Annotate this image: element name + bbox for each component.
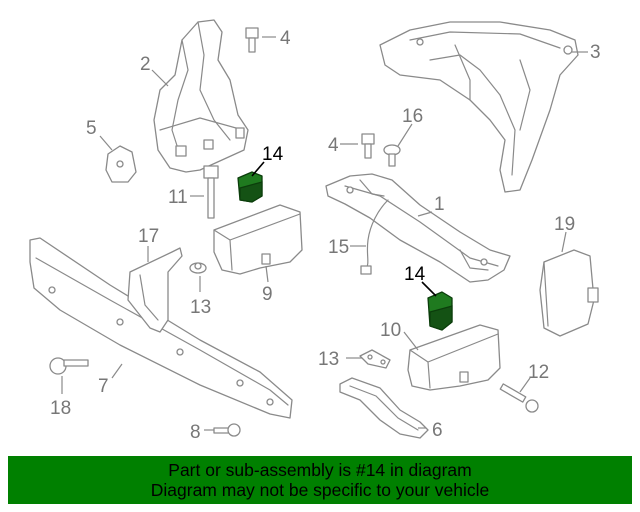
part-16-screw: [383, 144, 401, 167]
callout-4-upper: 4: [280, 28, 291, 49]
part-14-bracket-lower-highlight[interactable]: [427, 291, 453, 331]
leader-lines: [61, 36, 588, 431]
callout-17: 17: [138, 226, 159, 247]
part-4-bolt-mid: [361, 133, 375, 159]
part-5-clip: [105, 145, 137, 183]
callout-13-right: 13: [318, 349, 339, 370]
callout-14-lower: 14: [404, 264, 426, 285]
callout-6: 6: [432, 420, 443, 441]
callout-3: 3: [590, 42, 601, 63]
part-11-long-bolt: [203, 165, 219, 219]
callout-labels: 4 2 3 5 4 16 11 1 15 17 19 13 9 10 13 12…: [50, 28, 601, 443]
callout-11: 11: [168, 187, 188, 208]
callout-9: 9: [262, 284, 273, 305]
part-17-bracket: [127, 247, 183, 333]
callout-15: 15: [328, 237, 349, 258]
callout-14-upper: 14: [262, 144, 284, 165]
part-3-upper-support: [379, 21, 579, 193]
callout-8: 8: [190, 422, 201, 443]
part-1-cross-member: [325, 173, 511, 283]
part-9-bracket: [213, 204, 303, 275]
callout-18: 18: [50, 398, 71, 419]
part-14-bracket-upper-highlight[interactable]: [237, 171, 263, 203]
callout-5: 5: [86, 118, 97, 139]
part-13-plate-right: [359, 349, 391, 369]
part-8-bolt: [213, 423, 241, 437]
part-18-bolt: [49, 357, 89, 375]
callout-16: 16: [402, 106, 423, 127]
part-13-nut-left: [189, 262, 207, 274]
info-banner: Part or sub-assembly is #14 in diagram D…: [8, 456, 632, 504]
part-12-bolt: [499, 383, 539, 413]
part-15-cable: [360, 199, 389, 275]
part-10-bracket: [407, 324, 501, 391]
banner-line-2: Diagram may not be specific to your vehi…: [150, 480, 490, 500]
callout-4-mid: 4: [328, 135, 339, 156]
part-19-module: [539, 249, 599, 337]
part-6-brace: [339, 377, 429, 439]
callout-7: 7: [98, 376, 109, 397]
callout-19: 19: [554, 214, 575, 235]
parts-diagram: 4 2 3 5 4 16 11 1 15 17 19 13 9 10 13 12…: [29, 19, 601, 443]
callout-13-left: 13: [190, 297, 211, 318]
banner-line-1: Part or sub-assembly is #14 in diagram: [168, 460, 472, 480]
part-4-bolt-upper: [245, 27, 259, 53]
part-2-apron-bracket: [153, 19, 249, 173]
callout-1: 1: [434, 194, 445, 215]
callout-10: 10: [380, 320, 401, 341]
callout-12: 12: [528, 362, 549, 383]
callout-2: 2: [140, 54, 151, 75]
